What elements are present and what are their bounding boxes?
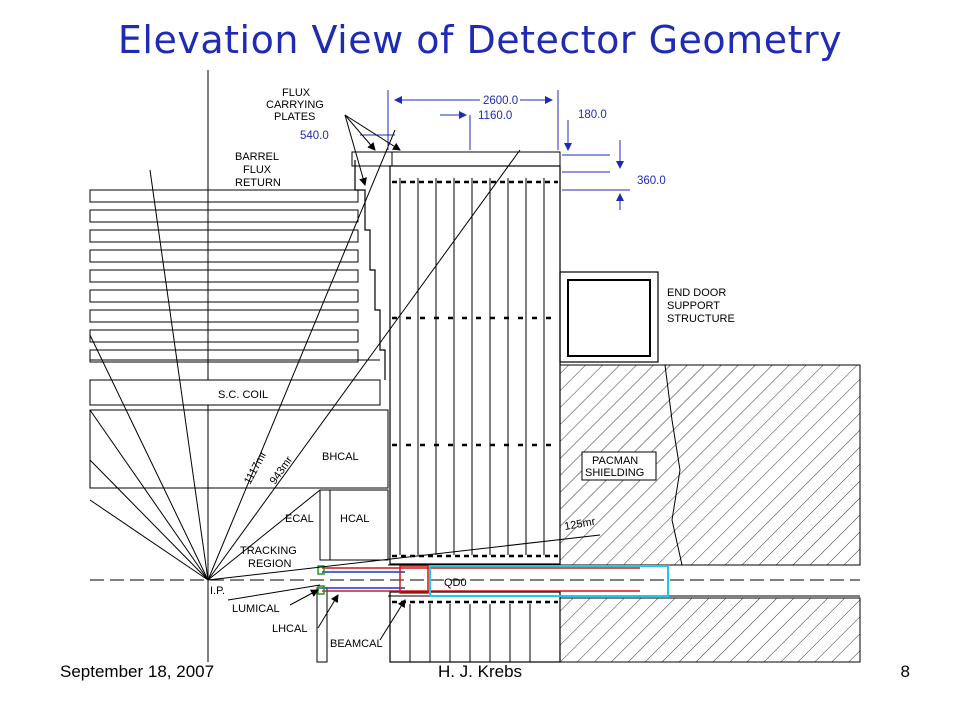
endcap-door (389, 165, 561, 565)
qd0-label: QD0 (444, 577, 467, 589)
end-door-support (559, 271, 659, 363)
lumical-label: LUMICAL (232, 603, 280, 615)
flux-carrying-plate (391, 151, 561, 167)
end-door-label: STRUCTURE (667, 313, 735, 325)
angle-label-943: 943mr (268, 454, 296, 487)
sc-coil-label: S.C. COIL (218, 389, 268, 401)
pacman-label: PACMAN (592, 455, 638, 467)
end-door-support-inner (567, 279, 651, 357)
flux-plates-label: FLUX (282, 87, 311, 99)
ecal-block (319, 489, 331, 561)
dim-door-height: 360.0 (637, 175, 666, 187)
barrel-label: RETURN (235, 177, 281, 189)
ecal-label: ECAL (285, 513, 314, 525)
barrel-flux-return (89, 189, 359, 363)
angle-lines (89, 129, 601, 581)
flux-plates-label: CARRYING (266, 99, 324, 111)
ip-label: I.P. (210, 585, 225, 597)
bhcal-region (89, 359, 389, 489)
pacman-label: SHIELDING (585, 467, 644, 479)
beam-pipe (322, 565, 640, 594)
barrel-label: BARREL (235, 151, 279, 163)
barrel-label: FLUX (243, 164, 272, 176)
angle-label-125: 125mr (563, 516, 596, 533)
beamcal-label: BEAMCAL (330, 638, 383, 650)
barrel-outline (354, 160, 386, 380)
end-door-label: END DOOR (667, 287, 726, 299)
slide-title: Elevation View of Detector Geometry (117, 18, 843, 62)
end-door-label: SUPPORT (667, 300, 720, 312)
dim-top-offset: 180.0 (578, 109, 607, 121)
ecal-lower (316, 587, 328, 663)
endcap-lower (389, 591, 561, 663)
tracking-label: TRACKING (240, 545, 297, 557)
hcal-block (329, 489, 389, 561)
dim-plate-gap: 540.0 (300, 130, 329, 142)
hcal-label: HCAL (340, 513, 369, 525)
footer-author: H. J. Krebs (437, 662, 523, 681)
bhcal-label: BHCAL (322, 451, 359, 463)
dimensions (360, 90, 630, 210)
qd0-magnet (429, 565, 669, 597)
page-number: 8 (900, 662, 910, 681)
lhcal-label: LHCAL (272, 623, 307, 635)
leader-lines (227, 114, 406, 641)
dim-inner-width: 1160.0 (478, 110, 512, 122)
angle-label-1117: 1117mr (242, 449, 269, 486)
sc-coil (89, 379, 381, 406)
tracking-label: REGION (248, 558, 291, 570)
footer-date: September 18, 2007 (60, 662, 215, 681)
lhcal-marker (317, 585, 325, 595)
flux-plates-label: PLATES (274, 111, 315, 123)
lumical-marker (317, 565, 325, 575)
pacman-shielding (559, 364, 861, 663)
dim-total-width: 2600.0 (483, 95, 518, 107)
